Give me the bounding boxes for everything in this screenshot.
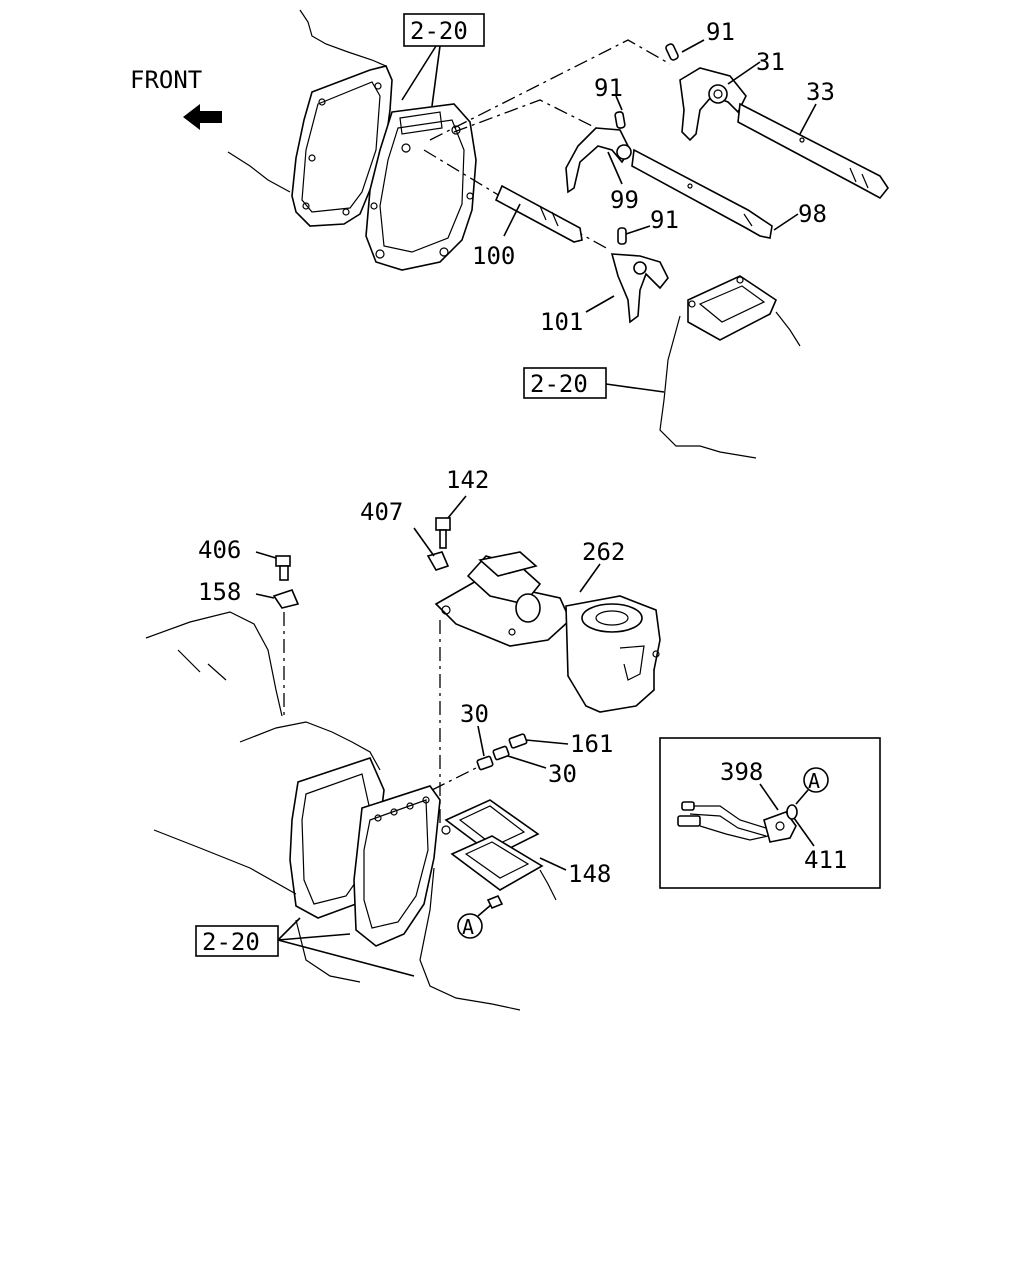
wire-harness-398	[677, 801, 797, 843]
callout-30-a: 30	[460, 700, 489, 728]
callout-30-b: 30	[548, 760, 577, 788]
callout-161: 161	[570, 730, 613, 758]
pin-91-a	[665, 43, 679, 61]
svg-text:2-20: 2-20	[202, 928, 260, 956]
pin-161	[508, 733, 528, 749]
transmission-case-bottom	[145, 611, 557, 1011]
svg-text:2-20: 2-20	[410, 17, 468, 45]
ref-box-top: 2-20	[403, 13, 485, 47]
callout-91-c: 91	[650, 206, 679, 234]
callout-100: 100	[472, 242, 515, 270]
callout-158: 158	[198, 578, 241, 606]
shift-rod-98	[631, 148, 773, 239]
connector-a-inset-icon: A	[803, 767, 829, 793]
shift-rod-100	[494, 184, 583, 243]
callout-91-a: 91	[706, 18, 735, 46]
callout-262: 262	[582, 538, 625, 566]
callout-91-b: 91	[594, 74, 623, 102]
shift-control-assembly-262	[434, 551, 661, 713]
callout-33: 33	[806, 78, 835, 106]
gasket-148	[441, 799, 544, 891]
front-arrow-icon	[183, 104, 222, 130]
pin-91-b	[614, 111, 626, 129]
clip-407	[426, 551, 450, 571]
connector-a-icon: A	[457, 913, 483, 939]
callout-98: 98	[798, 200, 827, 228]
front-label: FRONT	[130, 66, 202, 94]
callout-398: 398	[720, 758, 763, 786]
callout-142: 142	[446, 466, 489, 494]
svg-text:A: A	[462, 915, 474, 939]
ref-box-middle: 2-20	[523, 367, 607, 399]
callout-407: 407	[360, 498, 403, 526]
clip-158	[272, 589, 300, 609]
shift-fork-31	[679, 67, 747, 142]
bolt-406	[275, 555, 291, 581]
bolt-142	[435, 517, 451, 549]
shift-fork-101	[610, 253, 669, 324]
pin-30-b	[492, 745, 510, 761]
shift-rod-33	[737, 102, 889, 200]
transmission-case-top	[227, 9, 393, 227]
svg-text:2-20: 2-20	[530, 370, 588, 398]
callout-101: 101	[540, 308, 583, 336]
shift-fork-99	[565, 127, 632, 194]
callout-411: 411	[804, 846, 847, 874]
callout-31: 31	[756, 48, 785, 76]
o-ring-411	[786, 804, 798, 820]
transmission-housing-right	[659, 275, 801, 459]
pin-30-a	[476, 755, 494, 771]
ref-box-bottom: 2-20	[195, 925, 279, 957]
shift-cover-gasket-top	[365, 103, 477, 271]
callout-406: 406	[198, 536, 241, 564]
inset-detail-box: 398 411 A	[659, 737, 881, 889]
callout-99: 99	[610, 186, 639, 214]
callout-148: 148	[568, 860, 611, 888]
svg-text:A: A	[808, 769, 820, 793]
pin-91-c	[617, 227, 627, 245]
